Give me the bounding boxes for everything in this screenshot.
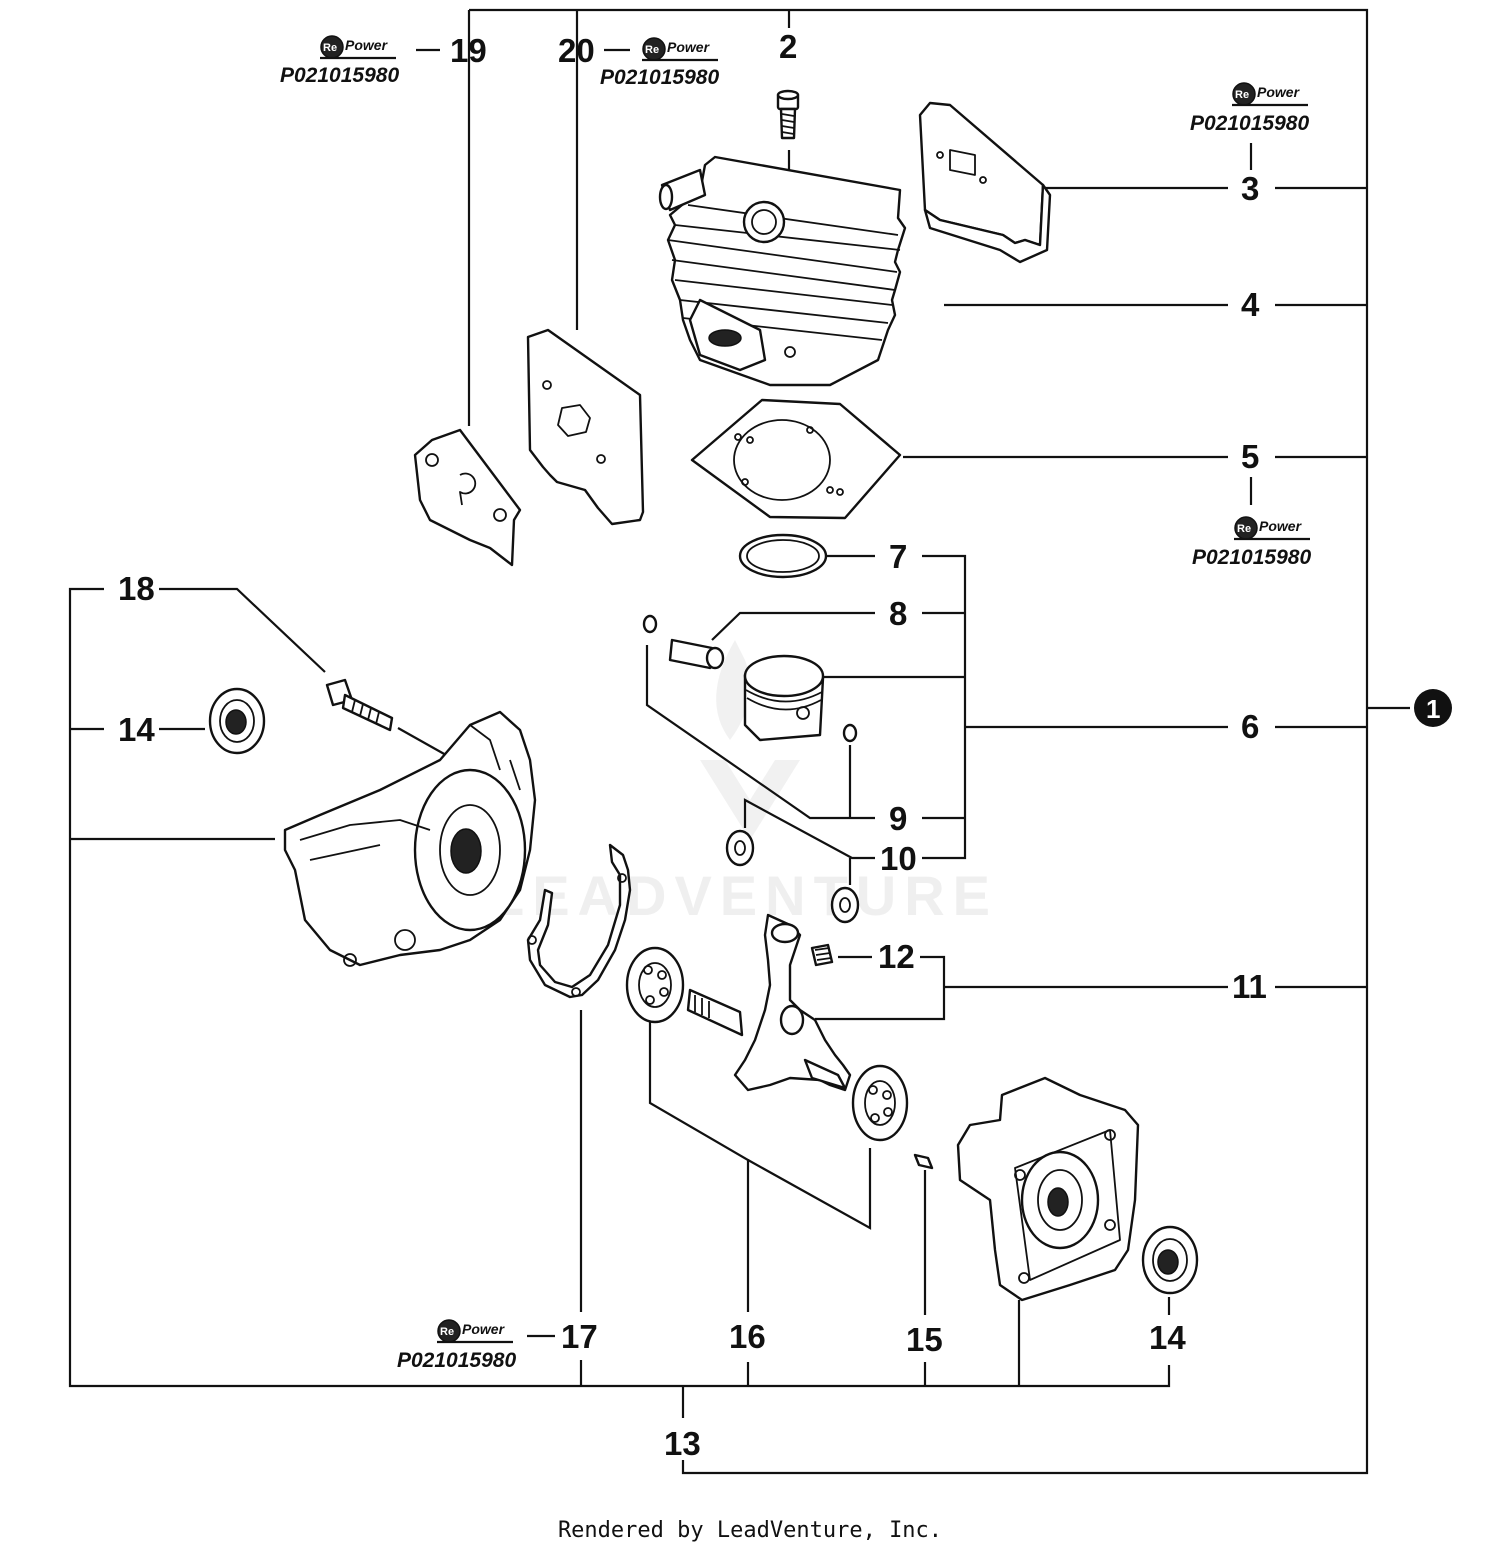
callout-20: 20: [558, 32, 595, 69]
ball-bearing-part-16a: [625, 946, 685, 1024]
svg-text:Power: Power: [667, 39, 711, 55]
svg-text:Power: Power: [1257, 84, 1301, 100]
repower-badge-3: Re Power P021015980: [1190, 82, 1309, 135]
crankcase-left-part-13: [283, 710, 537, 967]
callout-8: 8: [889, 595, 907, 632]
oil-seal-part-14b: [1141, 1225, 1199, 1295]
callout-11: 11: [1232, 968, 1267, 1005]
callout-7: 7: [889, 538, 907, 575]
part-number: P021015980: [1190, 112, 1309, 135]
callout-18: 18: [118, 570, 155, 607]
repower-badge-19: Re Power P021015980: [280, 35, 399, 87]
callout-2: 2: [779, 28, 797, 65]
callout-13: 13: [664, 1425, 701, 1462]
callout-19: 19: [450, 32, 487, 69]
cylinder-part-4: [658, 155, 907, 387]
callout-14-left: 14: [118, 711, 155, 748]
svg-text:Re: Re: [1235, 89, 1249, 101]
circlip-part-9b: [842, 723, 858, 743]
assembly-bracket-13: [68, 587, 1171, 1418]
callout-14-right: 14: [1149, 1319, 1186, 1356]
assembly-badge-1: 1: [1414, 689, 1452, 727]
washer-part-10a: [725, 829, 755, 867]
assembly-bracket-1: [467, 8, 1410, 1475]
part-number: P021015980: [280, 64, 399, 87]
bolt-part-18: [325, 678, 394, 732]
svg-text:Power: Power: [1259, 518, 1303, 534]
part-number: P021015980: [600, 66, 719, 89]
washer-part-10b: [830, 886, 860, 924]
footer-credit: Rendered by LeadVenture, Inc.: [557, 1518, 943, 1543]
heat-shield-part-3: [918, 101, 1052, 264]
svg-text:Re: Re: [323, 42, 337, 54]
part-number: P021015980: [1192, 546, 1311, 569]
base-gasket-part-5: [690, 398, 902, 520]
callout-labels: 2 19 20 3 4 5 7 8 6 9 10 12 11 18 14 17 …: [118, 28, 1267, 1462]
crankcase-right-part-13: [956, 1076, 1140, 1302]
crankcase-gasket-part-17: [526, 843, 632, 999]
ball-bearing-part-16b: [851, 1064, 909, 1142]
callout-9: 9: [889, 800, 907, 837]
repower-badge-17: Re Power P021015980: [397, 1319, 516, 1372]
watermark-text: LEADVENTURE: [490, 864, 998, 927]
needle-bearing-part-12: [810, 943, 834, 967]
svg-text:Re: Re: [440, 1326, 454, 1338]
repower-badge-20: Re Power P021015980: [600, 37, 719, 89]
callout-6: 6: [1241, 708, 1259, 745]
callout-12: 12: [878, 938, 915, 975]
piston-part-6: [743, 654, 825, 742]
bolt-part-2: [776, 89, 800, 140]
crankshaft-part-11: [686, 913, 852, 1092]
insulator-part-19: [413, 428, 522, 567]
piston-pin-part-8: [668, 638, 725, 670]
svg-text:Re: Re: [645, 44, 659, 56]
callout-3: 3: [1241, 170, 1259, 207]
callout-10: 10: [880, 840, 917, 877]
callout-15: 15: [906, 1321, 943, 1358]
svg-text:Power: Power: [345, 37, 389, 53]
callout-5: 5: [1241, 438, 1259, 475]
oil-seal-part-14a: [208, 687, 266, 755]
callout-4: 4: [1241, 286, 1260, 323]
repower-badge-5: Re Power P021015980: [1192, 516, 1311, 569]
gasket-part-20: [526, 328, 645, 526]
dowel-pin-part-15: [913, 1153, 934, 1170]
svg-text:Re: Re: [1237, 523, 1251, 535]
svg-text:1: 1: [1426, 694, 1440, 724]
callout-17: 17: [561, 1318, 598, 1355]
circlip-part-9a: [642, 614, 658, 634]
piston-ring-part-7: [738, 533, 828, 579]
svg-text:Power: Power: [462, 1321, 506, 1337]
callout-16: 16: [729, 1318, 766, 1355]
watermark: LEADVENTURE: [490, 640, 998, 927]
part-number: P021015980: [397, 1349, 516, 1372]
